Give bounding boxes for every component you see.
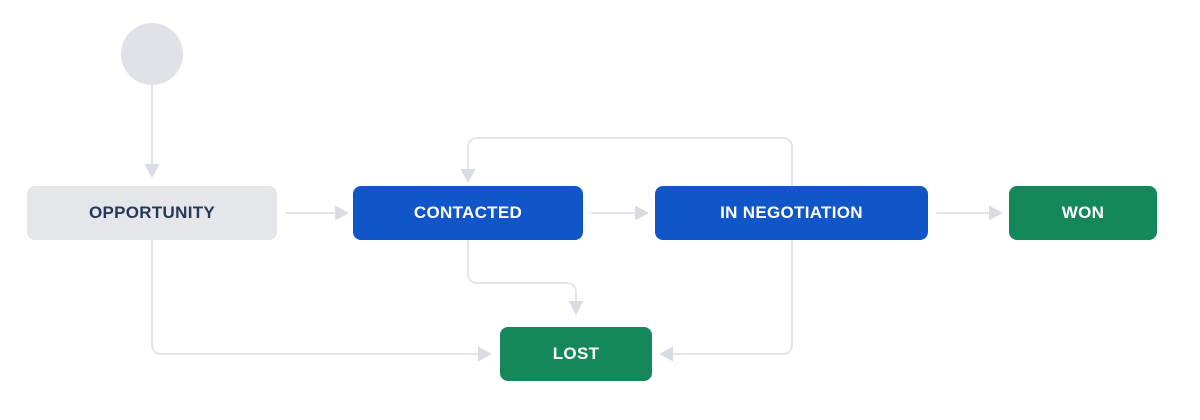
arrowhead-right-icon: [478, 346, 492, 362]
node-opportunity: OPPORTUNITY: [27, 186, 277, 240]
arrowhead-down-icon: [144, 164, 160, 178]
node-label: LOST: [552, 344, 600, 363]
arrowhead-left-icon: [659, 346, 673, 362]
node-contacted: CONTACTED: [353, 186, 583, 240]
edge-contacted-to-lost: [467, 239, 584, 315]
edge-opportunity-to-contacted: [285, 205, 349, 221]
node-lost: LOST: [500, 327, 652, 381]
edge-negotiation-to-won: [936, 205, 1003, 221]
edge-start-to-opportunity: [144, 84, 160, 178]
arrowhead-right-icon: [989, 205, 1003, 221]
edge-contacted-to-negotiation: [591, 205, 649, 221]
edge-negotiation-to-lost: [659, 239, 793, 362]
edge-negotiation-to-contacted-loop: [460, 137, 793, 187]
arrowhead-right-icon: [335, 205, 349, 221]
node-label: CONTACTED: [413, 203, 523, 222]
edge-opportunity-to-lost: [151, 240, 492, 362]
node-won: WON: [1009, 186, 1157, 240]
node-label: OPPORTUNITY: [88, 203, 216, 222]
start-node-circle: [121, 23, 183, 85]
arrowhead-down-icon: [460, 169, 476, 183]
arrowhead-down-icon: [568, 301, 584, 315]
node-in-negotiation: IN NEGOTIATION: [655, 186, 928, 240]
arrowhead-right-icon: [635, 205, 649, 221]
node-label: IN NEGOTIATION: [720, 203, 863, 222]
node-label: WON: [1061, 203, 1105, 222]
